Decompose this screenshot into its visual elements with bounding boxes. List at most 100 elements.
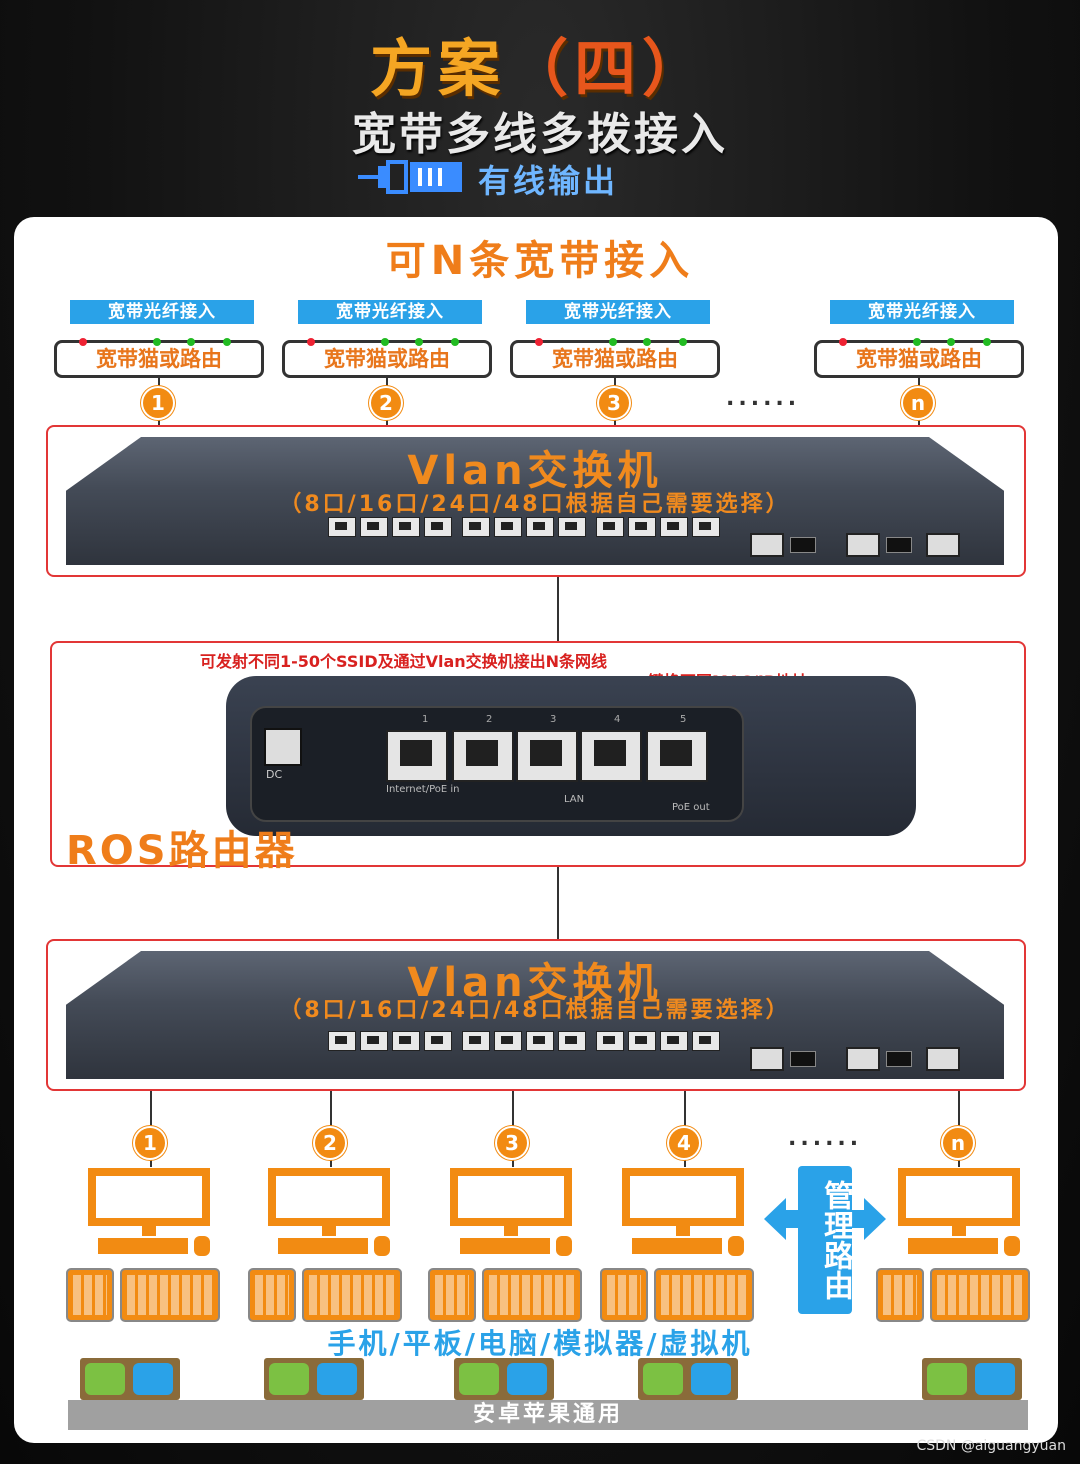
tablet-icon [120, 1268, 220, 1322]
apple-icon [507, 1363, 547, 1395]
ros-router-label: ROS路由器 [66, 828, 298, 874]
vlan-switch-bottom [66, 951, 1004, 1079]
status-led [609, 338, 617, 346]
status-led [223, 338, 231, 346]
android-icon [927, 1363, 967, 1395]
number-badge: 3 [497, 1128, 527, 1158]
android-apple-icons [264, 1358, 364, 1400]
compatibility-bar: 安卓苹果通用 [68, 1400, 1028, 1430]
apple-icon [975, 1363, 1015, 1395]
devices-label: 手机/平板/电脑/模拟器/虚拟机 [327, 1327, 753, 1360]
port-number: 1 [422, 714, 429, 725]
dc-jack [264, 728, 302, 766]
desktop-computer-icon [898, 1168, 1020, 1256]
connector-line [557, 577, 559, 641]
status-led [307, 338, 315, 346]
port-caption: PoE out [672, 802, 710, 813]
modem-box: 宽带猫或路由 [282, 338, 492, 378]
desktop-computer-icon [268, 1168, 390, 1256]
desktop-computer-icon [450, 1168, 572, 1256]
android-icon [459, 1363, 499, 1395]
status-led [679, 338, 687, 346]
modem-label: 宽带猫或路由 [96, 347, 222, 371]
ethernet-port [452, 730, 514, 782]
port-number: 4 [614, 714, 621, 725]
number-badge: n [943, 1128, 973, 1158]
status-led [451, 338, 459, 346]
fiber-access-label: 宽带光纤接入 [298, 300, 482, 324]
number-badge: 2 [315, 1128, 345, 1158]
status-led [983, 338, 991, 346]
router-frame [50, 641, 1026, 867]
phone-icon [876, 1268, 924, 1322]
apple-icon [317, 1363, 357, 1395]
port-caption: Internet/PoE in [386, 784, 460, 795]
number-badge: 4 [669, 1128, 699, 1158]
status-led [187, 338, 195, 346]
switch-frame-top [46, 425, 1026, 577]
number-badge: 2 [371, 388, 401, 418]
phone-icon [66, 1268, 114, 1322]
modem-label: 宽带猫或路由 [552, 347, 678, 371]
modem-label: 宽带猫或路由 [324, 347, 450, 371]
switch-subtitle: （8口/16口/24口/48口根据自己需要选择） [279, 998, 791, 1023]
number-badge: 1 [135, 1128, 165, 1158]
ethernet-port [646, 730, 708, 782]
phone-icon [600, 1268, 648, 1322]
wired-output-label: 有线输出 [478, 162, 619, 200]
dc-label: DC [266, 768, 283, 781]
apple-icon [691, 1363, 731, 1395]
tablet-icon [930, 1268, 1030, 1322]
android-icon [85, 1363, 125, 1395]
tablet-icon [302, 1268, 402, 1322]
switch-title: Vlan交换机 [407, 448, 663, 494]
status-led [839, 338, 847, 346]
watermark: CSDN @aiguangyuan [916, 1438, 1066, 1454]
port-number: 2 [486, 714, 493, 725]
tablet-icon [654, 1268, 754, 1322]
android-icon [269, 1363, 309, 1395]
fiber-access-label: 宽带光纤接入 [70, 300, 254, 324]
tablet-icon [482, 1268, 582, 1322]
desktop-computer-icon [88, 1168, 210, 1256]
vlan-switch-top [66, 437, 1004, 565]
management-router-label: 管理路由 [798, 1166, 853, 1314]
broadband-heading: 可N条宽带接入 [385, 238, 695, 284]
switch-subtitle: （8口/16口/24口/48口根据自己需要选择） [279, 492, 791, 517]
android-apple-icons [638, 1358, 738, 1400]
port-number: 3 [550, 714, 557, 725]
status-led [643, 338, 651, 346]
modem-label: 宽带猫或路由 [856, 347, 982, 371]
ellipsis: ...... [726, 386, 801, 411]
port-number: 5 [680, 714, 687, 725]
ssid-note: 可发射不同1-50个SSID及通过Vlan交换机接出N条网线 [200, 652, 608, 671]
ethernet-port [516, 730, 578, 782]
number-badge: 1 [143, 388, 173, 418]
port-caption: LAN [564, 794, 585, 805]
status-led [153, 338, 161, 346]
status-led [535, 338, 543, 346]
ellipsis: ...... [788, 1126, 863, 1151]
apple-icon [133, 1363, 173, 1395]
connector-line [557, 867, 559, 939]
android-apple-icons [454, 1358, 554, 1400]
phone-icon [248, 1268, 296, 1322]
modem-box: 宽带猫或路由 [54, 338, 264, 378]
fiber-access-label: 宽带光纤接入 [830, 300, 1014, 324]
ethernet-port [580, 730, 642, 782]
status-led [415, 338, 423, 346]
modem-box: 宽带猫或路由 [814, 338, 1024, 378]
ethernet-port [386, 730, 448, 782]
diagram-subtitle: 宽带多线多拨接入 [352, 109, 728, 160]
status-led [79, 338, 87, 346]
status-led [913, 338, 921, 346]
number-badge: 3 [599, 388, 629, 418]
fiber-access-label: 宽带光纤接入 [526, 300, 710, 324]
desktop-computer-icon [622, 1168, 744, 1256]
status-led [947, 338, 955, 346]
status-led [381, 338, 389, 346]
router-front-panel: DC 1 2 3 4 5 Internet/PoE in LAN PoE out [250, 706, 744, 822]
android-apple-icons [80, 1358, 180, 1400]
switch-frame-bottom [46, 939, 1026, 1091]
diagram-title: 方案（四） [369, 32, 711, 105]
